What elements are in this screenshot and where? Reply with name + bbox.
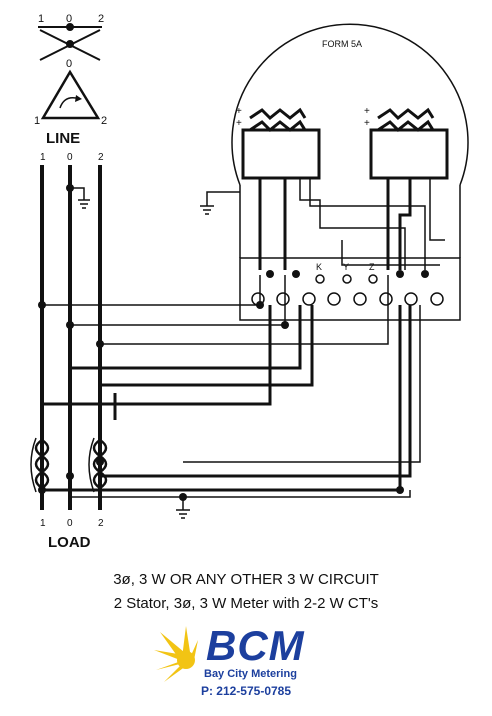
meter-ground [200,191,240,215]
terminal-z: Z [369,262,375,272]
load-label: LOAD [48,534,91,551]
meter-wiring [258,178,445,270]
caption-line-2: 2 Stator, 3ø, 3 W Meter with 2-2 W CT's [113,595,379,612]
line-conductors [40,165,102,510]
meter-enclosure [231,23,469,321]
line-terminal-2: 2 [98,152,104,163]
triangle-left-label: 1 [34,115,40,127]
load-terminal-2: 2 [98,518,104,529]
phase-top-1: 1 [38,13,44,25]
terminal-block [251,274,444,306]
stator-left [241,107,321,180]
terminal-y: Y [343,262,349,272]
polarity-mark-4: + [364,118,370,129]
triangle-right-label: 2 [101,115,107,127]
polarity-mark-1: + [236,106,242,117]
junction-dots [38,184,404,501]
ct-left [30,437,50,493]
terminal-dots [266,270,429,278]
load-terminal-0: 0 [67,518,73,529]
triangle-top-label: 0 [66,58,72,70]
logo-phone: P: 212-575-0785 [200,684,292,698]
feeder-wires [42,275,421,519]
phase-top-2: 2 [98,13,104,25]
meter-form-label: FORM 5A [322,39,362,49]
line-terminal-0: 0 [67,152,73,163]
bcm-logo-burst [154,626,198,682]
caption-line-1: 3ø, 3 W OR ANY OTHER 3 W CIRCUIT [113,571,379,588]
ct-right [88,437,108,493]
polarity-mark-2: + [236,118,242,129]
stator-right [369,107,449,180]
phase-top-0: 0 [66,13,72,25]
polarity-mark-3: + [364,106,370,117]
line-label: LINE [46,130,80,147]
wiring-diagram: 1 0 2 0 1 2 LINE 1 0 2 FORM 5A + + + + [30,13,469,551]
load-terminal-1: 1 [40,518,46,529]
terminal-k: K [316,262,322,272]
phase-symbol: 1 0 2 0 1 2 [34,13,107,127]
logo-letters: BCM [206,622,305,669]
logo-company-name: Bay City Metering [204,668,297,680]
line-terminal-1: 1 [40,152,46,163]
